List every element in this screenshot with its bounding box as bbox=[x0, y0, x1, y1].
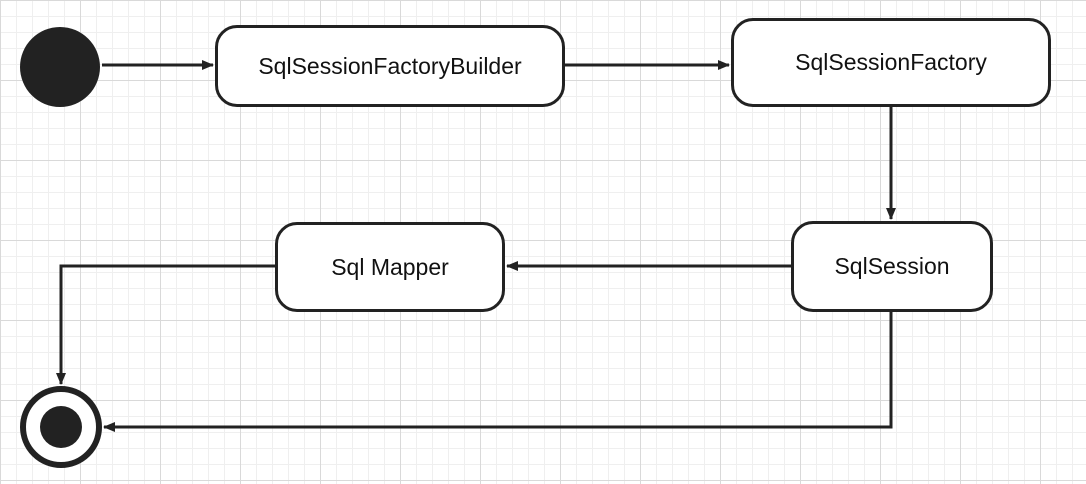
start-node bbox=[20, 27, 100, 107]
node-sqlsessionfactory[interactable]: SqlSessionFactory bbox=[731, 18, 1051, 107]
edge-session-to-end bbox=[103, 312, 893, 432]
end-node-core bbox=[40, 406, 82, 448]
end-node bbox=[20, 386, 102, 468]
node-sqlsessionfactorybuilder[interactable]: SqlSessionFactoryBuilder bbox=[215, 25, 565, 107]
node-sql-mapper[interactable]: Sql Mapper bbox=[275, 222, 505, 312]
node-sqlsession[interactable]: SqlSession bbox=[791, 221, 993, 312]
edge-mapper-to-end bbox=[56, 264, 275, 385]
node-label: SqlSessionFactory bbox=[795, 49, 987, 75]
node-label: Sql Mapper bbox=[331, 253, 449, 280]
node-label: SqlSession bbox=[834, 253, 950, 279]
node-label: SqlSessionFactoryBuilder bbox=[258, 52, 522, 79]
